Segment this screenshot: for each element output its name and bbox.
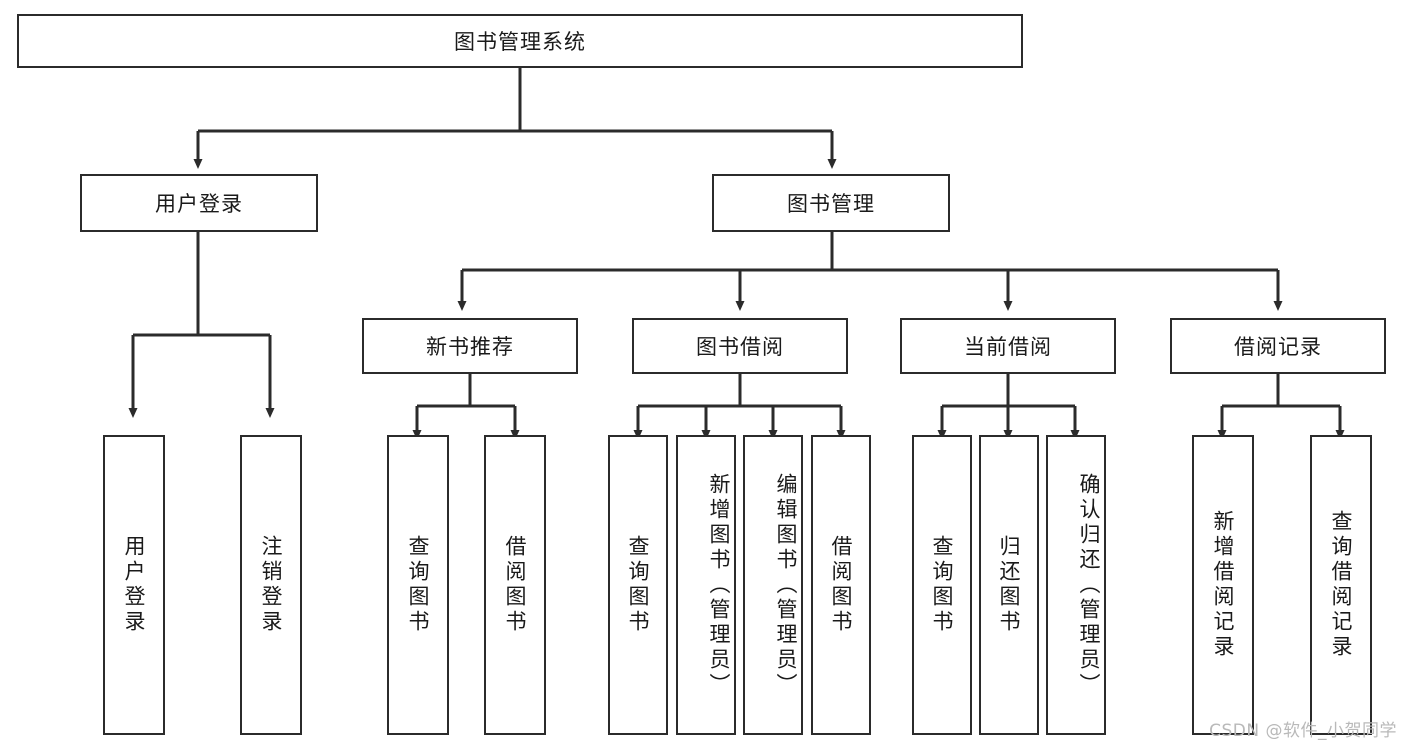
node-leaf-query-book-1[interactable]: 查询图书 — [387, 435, 449, 735]
node-book-borrow-label: 图书借阅 — [696, 335, 784, 359]
node-leaf-return-book[interactable]: 归还图书 — [979, 435, 1039, 735]
node-leaf-edit-book-label: 编辑图书（管理员） — [774, 472, 798, 698]
node-root-label: 图书管理系统 — [454, 30, 586, 54]
node-user-login-label: 用户登录 — [155, 192, 243, 216]
node-leaf-query-book-2[interactable]: 查询图书 — [608, 435, 668, 735]
node-leaf-query-book-1-label: 查询图书 — [406, 535, 430, 635]
node-root[interactable]: 图书管理系统 — [17, 14, 1023, 68]
node-leaf-borrow-book-2[interactable]: 借阅图书 — [811, 435, 871, 735]
node-leaf-user-login-label: 用户登录 — [122, 535, 146, 635]
node-leaf-query-book-3-label: 查询图书 — [930, 535, 954, 635]
node-leaf-logout-label: 注销登录 — [259, 535, 283, 635]
node-book-management-label: 图书管理 — [787, 192, 875, 216]
node-leaf-query-book-3[interactable]: 查询图书 — [912, 435, 972, 735]
node-new-book-recommend-label: 新书推荐 — [426, 335, 514, 359]
node-current-borrow-label: 当前借阅 — [964, 335, 1052, 359]
node-leaf-confirm-return[interactable]: 确认归还（管理员） — [1046, 435, 1106, 735]
node-user-login[interactable]: 用户登录 — [80, 174, 318, 232]
node-leaf-add-record-label: 新增借阅记录 — [1211, 510, 1235, 660]
node-leaf-add-book[interactable]: 新增图书（管理员） — [676, 435, 736, 735]
node-new-book-recommend[interactable]: 新书推荐 — [362, 318, 578, 374]
node-leaf-borrow-book-1[interactable]: 借阅图书 — [484, 435, 546, 735]
csdn-watermark: CSDN @软件_小贺同学 — [1209, 721, 1397, 741]
node-current-borrow[interactable]: 当前借阅 — [900, 318, 1116, 374]
node-leaf-user-login[interactable]: 用户登录 — [103, 435, 165, 735]
node-borrow-record-label: 借阅记录 — [1234, 335, 1322, 359]
node-leaf-query-record-label: 查询借阅记录 — [1329, 510, 1353, 660]
node-leaf-edit-book[interactable]: 编辑图书（管理员） — [743, 435, 803, 735]
node-leaf-query-book-2-label: 查询图书 — [626, 535, 650, 635]
node-leaf-add-book-label: 新增图书（管理员） — [707, 472, 731, 698]
node-leaf-return-book-label: 归还图书 — [997, 535, 1021, 635]
node-leaf-borrow-book-2-label: 借阅图书 — [829, 535, 853, 635]
node-book-borrow[interactable]: 图书借阅 — [632, 318, 848, 374]
node-leaf-query-record[interactable]: 查询借阅记录 — [1310, 435, 1372, 735]
node-leaf-borrow-book-1-label: 借阅图书 — [503, 535, 527, 635]
node-borrow-record[interactable]: 借阅记录 — [1170, 318, 1386, 374]
node-leaf-add-record[interactable]: 新增借阅记录 — [1192, 435, 1254, 735]
node-book-management[interactable]: 图书管理 — [712, 174, 950, 232]
node-leaf-confirm-return-label: 确认归还（管理员） — [1077, 472, 1101, 698]
node-leaf-logout[interactable]: 注销登录 — [240, 435, 302, 735]
